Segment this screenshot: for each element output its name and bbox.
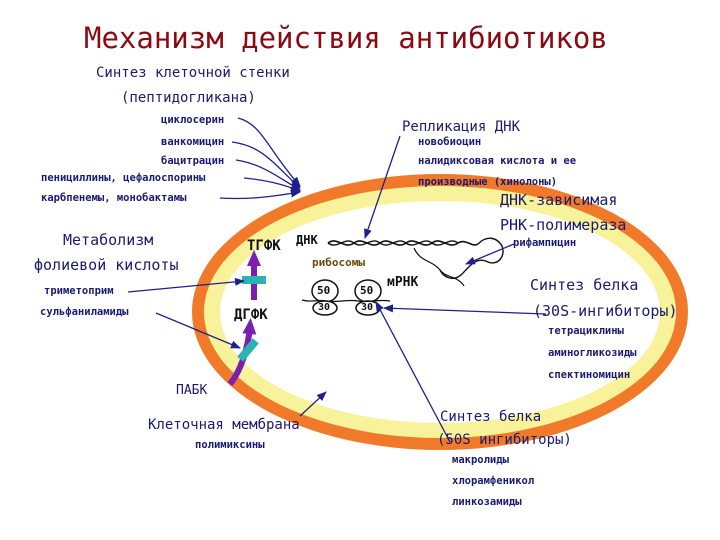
membrane-heading: Клеточная мембрана [148, 417, 300, 433]
drug-cycloserine: циклосерин [161, 114, 225, 126]
dhps-enzyme-block [237, 338, 259, 362]
dhfr-enzyme-block [242, 276, 266, 284]
drug-rifampicin: рифампицин [513, 237, 577, 249]
drug-polymyxins: полимиксины [195, 439, 265, 451]
arrow-50s-inhibitors [375, 301, 451, 443]
arrow-trimethoprim [127, 277, 245, 293]
protein-30s-heading: Синтез белка [530, 276, 639, 294]
folate-heading: Метаболизм [63, 231, 154, 249]
drug-novobiocin: новобиоцин [418, 136, 482, 148]
protein-50s-heading-2: (50S ингибиторы) [437, 432, 572, 448]
dna-label: ДНК [296, 233, 318, 247]
ribosome-2-large-label: 50 [360, 284, 374, 297]
drug-spectinomycin: спектиномицин [548, 369, 631, 381]
ribosome-1-large-label: 50 [317, 284, 331, 297]
arrow-membrane [299, 391, 327, 417]
drug-nalidixic-acid: налидиксовая кислота и ее [418, 155, 577, 167]
arrow-dna-replication [364, 135, 401, 239]
arrow-30s-inhibitors [383, 304, 547, 315]
drug-penicillins: пенициллины, цефалоспорины [41, 172, 206, 184]
drug-quinolones: производные (хинолоны) [418, 176, 558, 188]
cytoplasm [220, 201, 660, 423]
protein-50s-heading: Синтез белка [440, 409, 542, 425]
arrow-penicillins [243, 177, 301, 192]
arrow-carbapenems [219, 189, 301, 200]
arrow-cycloserine [237, 117, 301, 187]
protein-30s-heading-2: (30S-ингибиторы) [533, 302, 678, 320]
drug-bacitracin: бацитрацин [161, 155, 225, 167]
diagram-title: Механизм действия антибиотиков [84, 21, 608, 55]
drug-trimethoprim: триметоприм [44, 285, 114, 297]
ribosomes-label: рибосомы [312, 256, 365, 269]
folate-heading-2: фолиевой кислоты [34, 256, 179, 274]
paba-label: ПАБК [176, 383, 208, 398]
arrow-sulfonamides [155, 312, 241, 349]
dhfa-label: ДГФК [234, 307, 268, 323]
ribosome-2-small-label: 30 [361, 302, 374, 313]
drug-macrolides: макролиды [452, 454, 509, 466]
drug-sulfonamides: сульфаниламиды [40, 306, 129, 318]
cell-wall-heading-2: (пептидогликана) [121, 90, 256, 106]
dna-replication-heading: Репликация ДНК [402, 119, 521, 135]
arrow-vancomycin [231, 141, 301, 189]
rna-polymerase-heading-2: РНК-полимераза [500, 216, 627, 234]
drug-chloramphenicol: хлорамфеникол [452, 475, 535, 487]
drug-carbapenems: карбпенемы, монобактамы [41, 192, 187, 204]
drug-lincosamides: линкозамиды [452, 496, 522, 508]
arrow-rifampicin [465, 243, 515, 265]
drug-tetracyclines: тетрациклины [548, 325, 624, 337]
thfa-label: ТГФК [247, 238, 281, 254]
mrna-label: мРНК [387, 275, 419, 290]
mrna-strand-2 [413, 247, 465, 287]
ribosome-mrna-line [301, 299, 391, 303]
rna-polymerase-heading: ДНК-зависимая [500, 191, 618, 209]
dna-strand-2 [327, 240, 459, 246]
cell-wall-heading: Синтез клеточной стенки [96, 65, 290, 81]
drug-vancomycin: ванкомицин [161, 136, 225, 148]
drug-aminoglycosides: аминогликозиды [548, 347, 637, 359]
ribosome-1-small-label: 30 [318, 302, 331, 313]
